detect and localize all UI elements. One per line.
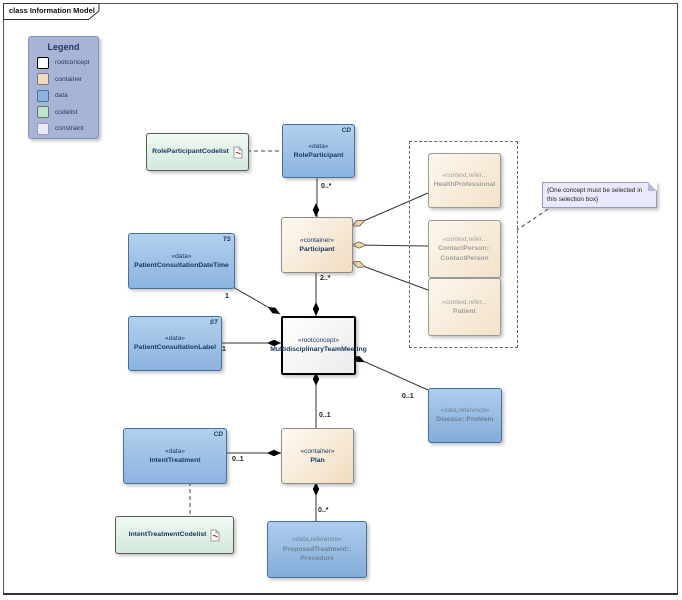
node-stereotype: «container» <box>300 236 334 244</box>
legend-label: constraint <box>55 125 84 132</box>
multiplicity-label: 1 <box>225 293 229 300</box>
node-label: ContactPerson:: <box>438 245 491 253</box>
multiplicity-label: 0..* <box>318 507 329 514</box>
node-label: Procedure <box>300 555 334 563</box>
node-label: HealthProfessional <box>433 181 496 189</box>
legend-label: rootconcept <box>55 59 90 66</box>
legend: Legend rootconcept container data codeli… <box>28 36 99 139</box>
note-fold-icon <box>648 182 657 191</box>
node-label: Participant <box>299 245 335 253</box>
multiplicity-label: 0..1 <box>319 412 331 419</box>
node-stereotype: «data,reference» <box>440 407 490 415</box>
type-badge: ST <box>209 319 218 326</box>
node-stereotype: «data» <box>171 252 192 260</box>
node-stereotype: «data» <box>165 447 185 455</box>
node-label: ContactPerson <box>440 254 489 262</box>
node-label: ProposedTreatment:: <box>282 545 352 553</box>
legend-item-container: container <box>37 73 98 85</box>
legend-label: codelist <box>55 108 78 116</box>
node-label: Plan <box>310 456 325 464</box>
node-label: Disease::Problem <box>436 416 494 424</box>
node-patientconsultationdatetime[interactable]: TS «data» PatientConsultationDateTime <box>128 233 235 289</box>
document-icon <box>233 146 243 158</box>
legend-title: Legend <box>47 42 80 52</box>
node-stereotype: «container» <box>300 447 335 455</box>
diagram-title: class Information Model <box>9 6 95 15</box>
type-badge: CD <box>341 127 351 134</box>
rootconcept-swatch <box>37 56 49 69</box>
node-healthprofessional[interactable]: «context,refer... HealthProfessional <box>428 153 501 208</box>
selection-box <box>409 141 518 348</box>
node-intenttreatmentcodelist[interactable]: IntentTreatmentCodelist <box>115 516 234 554</box>
node-label: RoleParticipant <box>293 151 344 159</box>
data-swatch <box>37 89 49 102</box>
codelist-swatch <box>37 106 49 118</box>
node-plan[interactable]: «container» Plan <box>281 428 354 484</box>
diagram-frame <box>3 3 678 595</box>
multiplicity-label: 1 <box>222 346 226 353</box>
node-label: RoleParticipantCodelist <box>152 148 229 156</box>
node-intenttreatment[interactable]: CD «data» IntentTreatment <box>123 428 227 484</box>
node-label: PatientConsultationDateTime <box>134 261 229 269</box>
constraint-swatch <box>37 122 49 135</box>
node-patient[interactable]: «context,refer... Patient <box>428 278 501 336</box>
node-roleparticipant[interactable]: CD «data» RoleParticipant <box>282 124 355 178</box>
aggregation-diamonds <box>351 219 367 268</box>
node-label: IntentTreatment <box>149 456 201 464</box>
node-label: IntentTreatmentCodelist <box>128 531 207 539</box>
node-stereotype: «context,refer... <box>442 172 487 180</box>
node-stereotype: «context,refer... <box>442 235 487 243</box>
legend-item-rootconcept: rootconcept <box>37 56 98 69</box>
node-label: PatientConsultationLabel <box>134 344 216 352</box>
legend-label: container <box>55 75 83 83</box>
type-badge: CD <box>213 431 223 438</box>
node-proposedtreatmentprocedure[interactable]: «data,reference» ProposedTreatment:: Pro… <box>267 521 367 578</box>
legend-item-codelist: codelist <box>37 106 98 118</box>
note-text: {One concept must be selected in this se… <box>547 187 643 204</box>
edge-note-selectionbox <box>516 208 549 231</box>
multiplicity-label: 0..1 <box>232 456 244 463</box>
node-participant[interactable]: «container» Participant <box>281 217 353 273</box>
node-contactperson[interactable]: «context,refer... ContactPerson:: Contac… <box>428 220 501 278</box>
container-swatch <box>37 73 49 85</box>
document-icon <box>210 529 220 541</box>
node-diseaseproblem[interactable]: «data,reference» Disease::Problem <box>428 388 502 443</box>
node-stereotype: «data,reference» <box>292 536 342 544</box>
node-stereotype: «rootconcept» <box>297 337 340 345</box>
multiplicity-label: 2..* <box>320 275 331 282</box>
type-badge: TS <box>222 236 231 243</box>
node-label: MultidisciplinaryTeamMeeting <box>270 346 367 354</box>
edge-mtm-disease <box>351 355 429 391</box>
legend-label: data <box>55 92 68 99</box>
legend-item-data: data <box>37 89 98 102</box>
node-label: Patient <box>453 307 476 315</box>
node-patientconsultationlabel[interactable]: ST «data» PatientConsultationLabel <box>128 316 222 371</box>
node-stereotype: «data» <box>165 335 185 343</box>
constraint-note[interactable]: {One concept must be selected in this se… <box>542 182 657 208</box>
legend-item-constraint: constraint <box>37 122 98 135</box>
multiplicity-label: 0..* <box>321 183 332 190</box>
node-multidisciplinaryteammeeting[interactable]: «rootconcept» MultidisciplinaryTeamMeeti… <box>270 316 367 375</box>
node-stereotype: «context,refer... <box>442 298 487 306</box>
node-roleparticipantcodelist[interactable]: RoleParticipantCodelist <box>146 133 249 171</box>
node-stereotype: «data» <box>308 142 329 150</box>
frame-tab <box>3 3 100 20</box>
multiplicity-label: 0..1 <box>402 393 414 400</box>
